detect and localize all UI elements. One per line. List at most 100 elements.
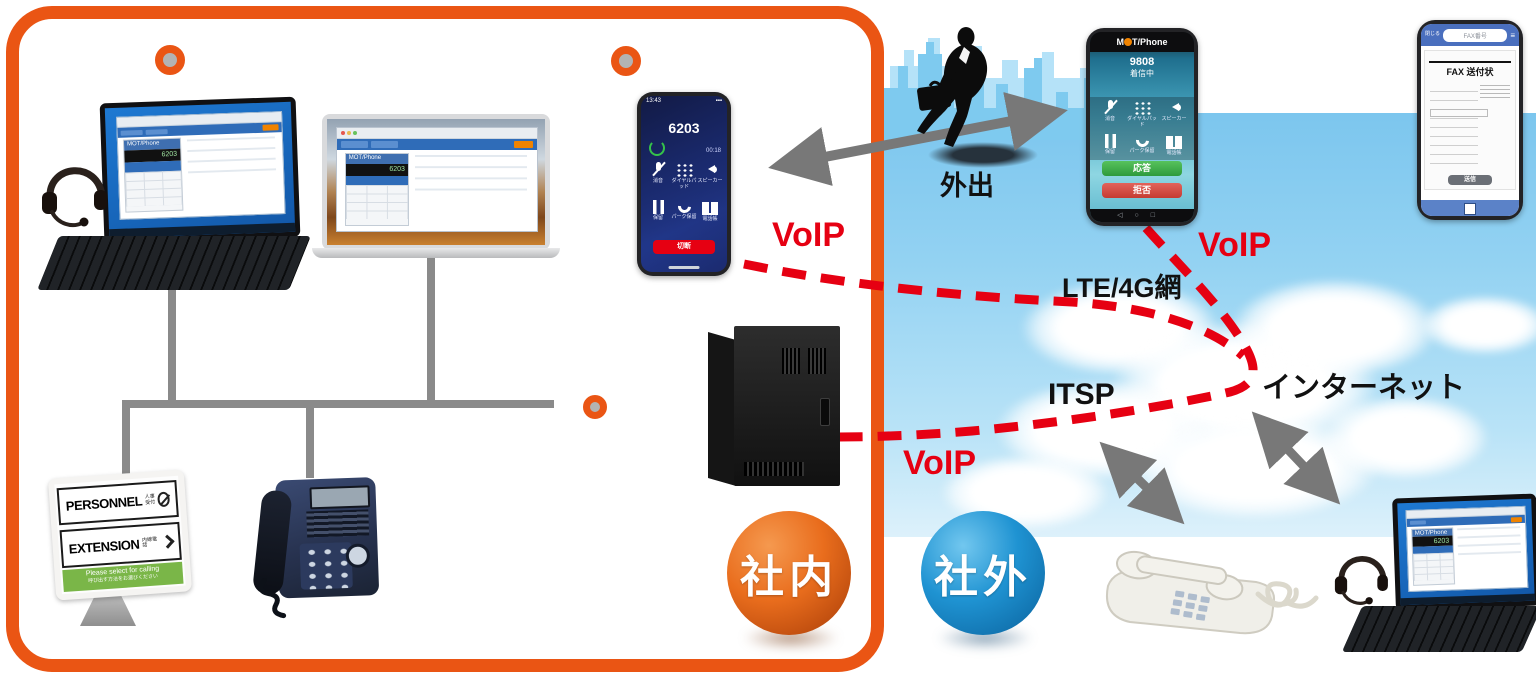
handset-cord	[258, 577, 287, 619]
softphone-panel: MOT/Phone 6203	[1410, 527, 1455, 587]
businessman-silhouette	[917, 27, 988, 147]
doc-form-row	[1430, 109, 1488, 117]
caller-number: 6203	[668, 120, 700, 136]
search-button[interactable]	[1510, 516, 1522, 523]
hold-button[interactable]: 保留	[1094, 134, 1126, 157]
doc-note-lines	[1480, 85, 1510, 99]
lan-bus-line	[122, 400, 554, 408]
personnel-row[interactable]: PERSONNEL 人事受付	[56, 479, 179, 526]
search-button[interactable]	[514, 141, 534, 148]
fax-app-header: 閉じる FAX番号 ≡	[1421, 24, 1519, 46]
server-front-panel	[734, 326, 840, 486]
doc-form-lines	[1430, 91, 1478, 167]
close-icon[interactable]	[340, 130, 345, 135]
phonebook-icon	[702, 202, 718, 215]
dialpad-button[interactable]: ダイヤルパッド	[671, 162, 697, 190]
speaker-icon	[701, 162, 719, 177]
phonebook-button[interactable]: 電話帳	[697, 200, 723, 223]
extension-row[interactable]: EXTENSION 内線電話	[59, 522, 182, 568]
toolbar-chip[interactable]	[340, 141, 368, 148]
deskphone-display	[309, 485, 371, 510]
navigation-dial[interactable]	[345, 543, 371, 569]
browser-titlebar	[336, 127, 538, 139]
maximize-icon[interactable]	[352, 130, 357, 135]
reception-tablet: PERSONNEL 人事受付 EXTENSION 内線電話 Please sel…	[47, 469, 197, 632]
softphone-keypad[interactable]	[1412, 552, 1454, 581]
voip-label-external: VoIP	[1198, 226, 1272, 264]
phonebook-button[interactable]: 電話帳	[1158, 134, 1190, 157]
lan-line-macbook	[427, 256, 435, 407]
tablet-body: PERSONNEL 人事受付 EXTENSION 内線電話 Please sel…	[47, 469, 193, 601]
transfer-button[interactable]: パーク保留	[671, 197, 697, 223]
brand-m: M	[1116, 37, 1125, 47]
softphone-panel: MOT/Phone 6203	[344, 153, 409, 226]
status-time: 13:43	[646, 98, 662, 104]
laptop-screen: MOT/Phone 6203	[1392, 493, 1536, 611]
lte-4g-label: LTE/4G網	[1062, 273, 1182, 303]
call-duration: 00:18	[705, 148, 721, 154]
softphone-keypad[interactable]	[125, 170, 182, 207]
toolbar-chip[interactable]	[120, 129, 143, 136]
cloud	[1320, 395, 1490, 480]
decline-button[interactable]: 拒否	[1102, 183, 1182, 198]
speaker-button[interactable]: スピーカー	[1158, 100, 1190, 128]
call-screen: 13:43 ▪▪▪ 6203 00:18 消音 ダイヤルパッド スピーカー 保留…	[641, 96, 727, 272]
voip-label-internal: VoIP	[772, 216, 846, 254]
minimize-icon[interactable]	[346, 130, 351, 135]
server-vent	[782, 348, 800, 374]
laptop-keyboard	[1341, 606, 1536, 652]
toolbar-chip[interactable]	[370, 141, 398, 148]
network-node-icon	[611, 46, 641, 76]
extension-label: EXTENSION	[68, 536, 140, 557]
network-node-icon	[155, 45, 185, 75]
mute-button[interactable]: 消音	[1094, 100, 1126, 128]
transfer-button[interactable]: パーク保留	[1126, 131, 1158, 157]
call-active-icon	[649, 140, 665, 156]
windows-taskbar[interactable]	[1400, 593, 1535, 606]
lan-line-tablet	[122, 400, 130, 480]
softphone-keypad[interactable]	[345, 185, 408, 219]
voip-lte-route	[743, 259, 1247, 360]
fax-send-button[interactable]: 送信	[1448, 175, 1492, 185]
dialpad-button[interactable]: ダイヤルパッド	[1126, 100, 1158, 128]
softphone-window: MOT/Phone 6203	[335, 126, 539, 232]
speaker-button[interactable]: スピーカー	[697, 162, 723, 190]
dial-button[interactable]	[345, 176, 408, 186]
inside-zone-frame	[6, 6, 884, 672]
voip-itsp-route	[831, 225, 1258, 442]
app-header: M T/Phone	[1090, 32, 1194, 52]
fax-number-field[interactable]: FAX番号	[1443, 28, 1508, 42]
menu-icon[interactable]: ≡	[1510, 30, 1515, 40]
macos-wallpaper: MOT/Phone 6203	[327, 119, 545, 245]
end-call-button[interactable]: 切断	[653, 240, 715, 254]
internal-smartphone: 13:43 ▪▪▪ 6203 00:18 消音 ダイヤルパッド スピーカー 保留…	[637, 92, 731, 276]
deskphone-keypad[interactable]	[299, 541, 353, 590]
outside-zone-label: 社外	[934, 553, 1032, 602]
mute-button[interactable]: 消音	[645, 162, 671, 190]
analog-phone	[1106, 550, 1319, 635]
hold-button[interactable]: 保留	[645, 200, 671, 223]
page-icon[interactable]	[1464, 203, 1476, 215]
hold-icon	[652, 200, 664, 214]
fax-app-screen: 閉じる FAX番号 ≡ FAX 送付状 送信	[1421, 24, 1519, 216]
close-button[interactable]: 閉じる	[1425, 31, 1441, 38]
internet-to-laptop-arrow	[1251, 411, 1341, 505]
call-history-rows	[1456, 526, 1522, 561]
personnel-jp-label: 人事受付	[144, 493, 156, 506]
brand-rest: T/Phone	[1132, 37, 1168, 47]
home-indicator	[668, 266, 700, 269]
android-navbar[interactable]: ◁○□	[1090, 209, 1194, 222]
inside-zone-label: 社内	[740, 553, 838, 602]
phonebook-icon	[1166, 136, 1182, 149]
softphone-window: MOT/Phone 6203	[116, 111, 286, 221]
status-icons: ▪▪▪	[715, 98, 722, 104]
macbook-screen: MOT/Phone 6203	[322, 114, 550, 250]
personnel-label: PERSONNEL	[65, 493, 143, 514]
search-button[interactable]	[262, 124, 279, 132]
transfer-call-icon	[1132, 131, 1152, 150]
toolbar-chip[interactable]	[1409, 520, 1426, 526]
fax-app-footer	[1421, 200, 1519, 216]
answer-button[interactable]: 応答	[1102, 161, 1182, 176]
toolbar-chip[interactable]	[145, 128, 169, 135]
